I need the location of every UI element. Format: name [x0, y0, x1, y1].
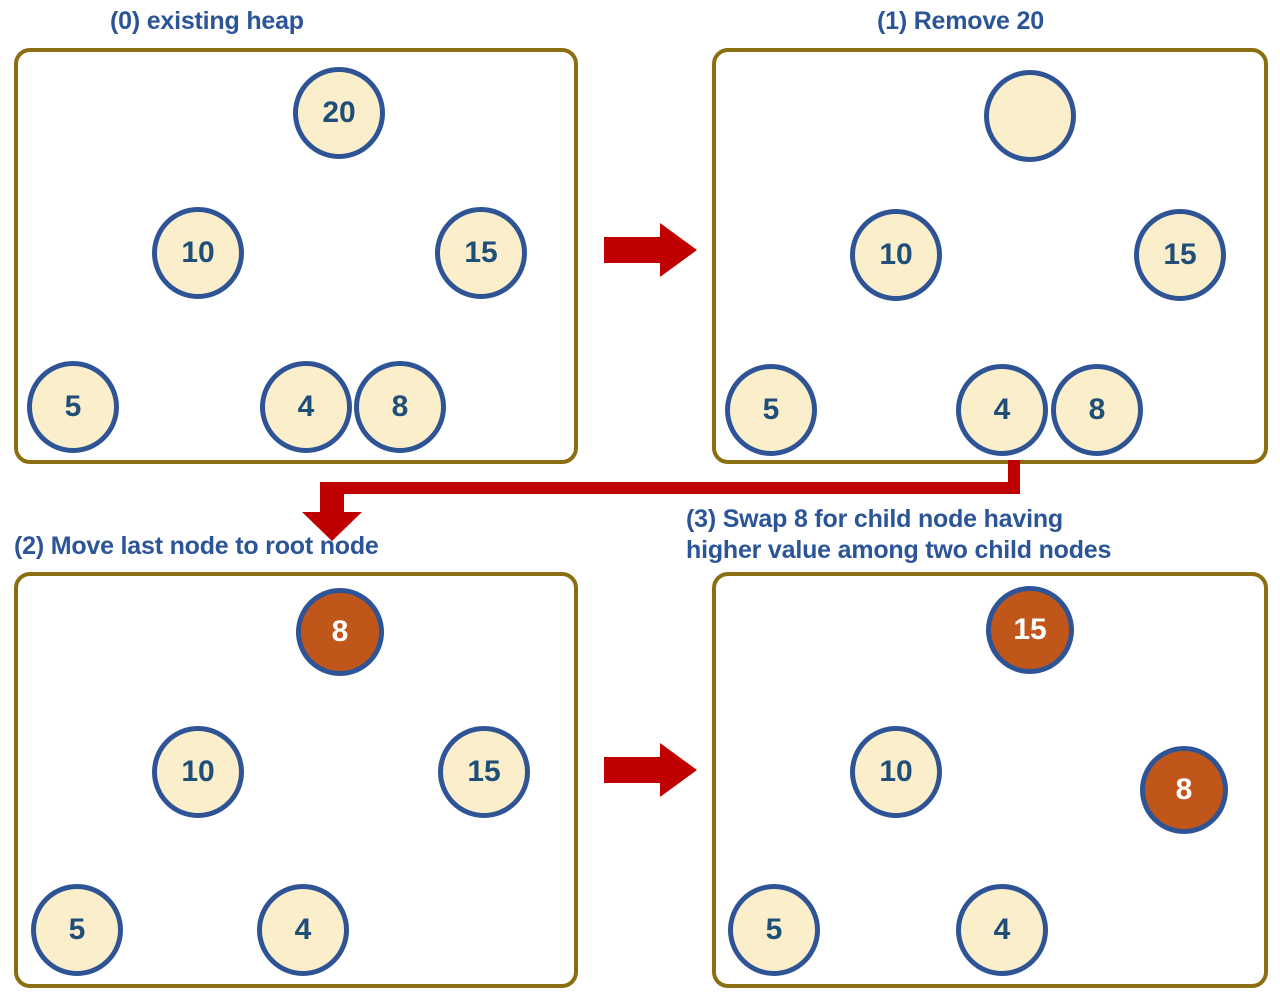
panel-1-node-10-label: 10	[879, 238, 913, 271]
panel-1-node-8-label: 8	[1088, 393, 1106, 426]
panel-2-title: (2) Move last node to root node	[14, 532, 379, 560]
panel-1-node-8: 8	[1051, 364, 1143, 456]
panel-3-node-8: 8	[1140, 746, 1228, 834]
panel-3-node-15-label: 15	[1013, 613, 1047, 646]
panel-2-node-8-label: 8	[331, 615, 349, 648]
panel-2-node-10-label: 10	[181, 755, 215, 788]
panel-0-node-4: 4	[260, 361, 352, 453]
panel-2-node-5-label: 5	[68, 913, 86, 946]
panel-1-node-5: 5	[725, 364, 817, 456]
panel-3-node-4: 4	[956, 884, 1048, 976]
panel-1-node-empty-root	[984, 70, 1076, 162]
panel-0-title: (0) existing heap	[110, 7, 304, 35]
panel-0-node-15-label: 15	[464, 236, 498, 269]
panel-3-node-15: 15	[986, 586, 1074, 674]
panel-1-node-15: 15	[1134, 209, 1226, 301]
panel-0-node-8: 8	[354, 361, 446, 453]
panel-0-node-10: 10	[152, 207, 244, 299]
panel-2-node-4-label: 4	[294, 913, 312, 946]
panel-0-node-20-label: 20	[322, 96, 356, 129]
panel-0-node-8-label: 8	[391, 390, 409, 423]
panel-3-node-10: 10	[850, 726, 942, 818]
panel-2-node-8: 8	[296, 588, 384, 676]
panel-3-node-5-label: 5	[765, 913, 783, 946]
panel-2-node-10: 10	[152, 726, 244, 818]
panel-1-node-5-label: 5	[762, 393, 780, 426]
panel-3-node-8-label: 8	[1175, 773, 1193, 806]
panel-2-node-15-label: 15	[467, 755, 501, 788]
panel-1-title: (1) Remove 20	[877, 7, 1044, 35]
panel-0-node-10-label: 10	[181, 236, 215, 269]
panel-0-node-5: 5	[27, 361, 119, 453]
panel-0-node-15: 15	[435, 207, 527, 299]
panel-3-title: (3) Swap 8 for child node having higher …	[686, 505, 1112, 564]
panel-3-node-4-label: 4	[993, 913, 1011, 946]
panel-1-node-4: 4	[956, 364, 1048, 456]
panel-3-node-5: 5	[728, 884, 820, 976]
panel-3-node-10-label: 10	[879, 755, 913, 788]
panel-1-node-15-label: 15	[1163, 238, 1197, 271]
panel-1-node-10: 10	[850, 209, 942, 301]
panel-2-node-5: 5	[31, 884, 123, 976]
panel-1-node-4-label: 4	[993, 393, 1011, 426]
panel-2-node-15: 15	[438, 726, 530, 818]
panel-0-node-4-label: 4	[297, 390, 315, 423]
panel-0-node-20: 20	[293, 67, 385, 159]
panel-2-node-4: 4	[257, 884, 349, 976]
panel-0-node-5-label: 5	[64, 390, 82, 423]
